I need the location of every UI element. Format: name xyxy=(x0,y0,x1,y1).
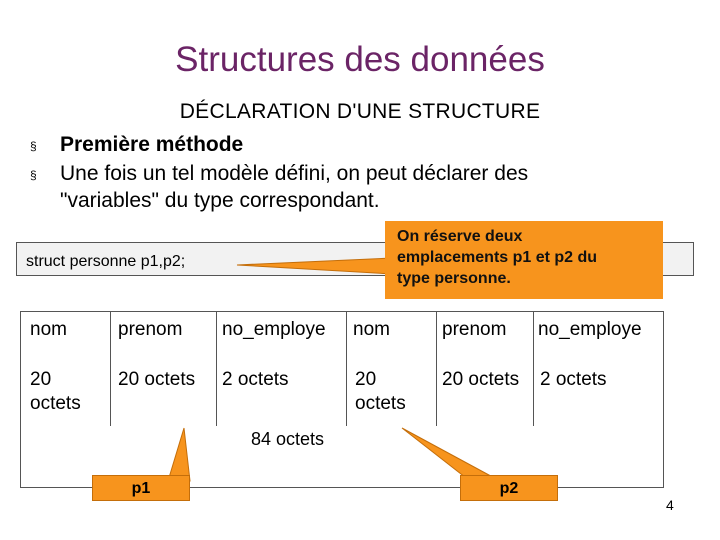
field-size: 2 octets xyxy=(540,369,607,390)
pointer-p2: p2 xyxy=(460,475,558,501)
field-name: prenom xyxy=(118,319,183,340)
field-name: nom xyxy=(353,319,390,340)
field-size: 2 octets xyxy=(222,369,289,390)
field-size: 20 octets xyxy=(442,369,520,390)
cell-divider xyxy=(346,311,347,426)
code-declaration: struct personne p1,p2; xyxy=(26,253,186,270)
field-name: no_employe xyxy=(222,319,326,340)
callout-line: type personne. xyxy=(397,270,511,287)
bullet-declare-line-1: Une fois un tel modèle défini, on peut d… xyxy=(60,162,529,185)
memory-block xyxy=(20,311,664,488)
cell-divider xyxy=(533,311,534,426)
field-name: nom xyxy=(30,319,67,340)
field-size: octets xyxy=(30,393,81,414)
total-size: 84 octets xyxy=(251,429,325,449)
callout-line: emplacements p1 et p2 du xyxy=(397,249,598,266)
field-name: no_employe xyxy=(538,319,642,340)
callout-pointer-arrow xyxy=(236,257,393,275)
bullet-declare-line-2: "variables" du type correspondant. xyxy=(60,189,380,212)
bullet-icon: § xyxy=(30,139,37,153)
field-name: prenom xyxy=(442,319,507,340)
bullet-first-method: Première méthode xyxy=(60,133,244,156)
cell-divider xyxy=(436,311,437,426)
field-size: 20 xyxy=(355,369,377,390)
field-size: 20 xyxy=(30,369,52,390)
bullet-icon: § xyxy=(30,168,37,182)
cell-divider xyxy=(216,311,217,426)
cell-divider xyxy=(110,311,111,426)
field-size: octets xyxy=(355,393,406,414)
pointer-p1: p1 xyxy=(92,475,190,501)
page-number: 4 xyxy=(666,497,674,513)
callout-line: On réserve deux xyxy=(397,228,523,245)
callout-note: On réserve deux emplacements p1 et p2 du… xyxy=(385,221,663,299)
section-heading: DÉCLARATION D'UNE STRUCTURE xyxy=(179,100,541,123)
slide-title: Structures des données xyxy=(175,40,545,79)
field-size: 20 octets xyxy=(118,369,196,390)
